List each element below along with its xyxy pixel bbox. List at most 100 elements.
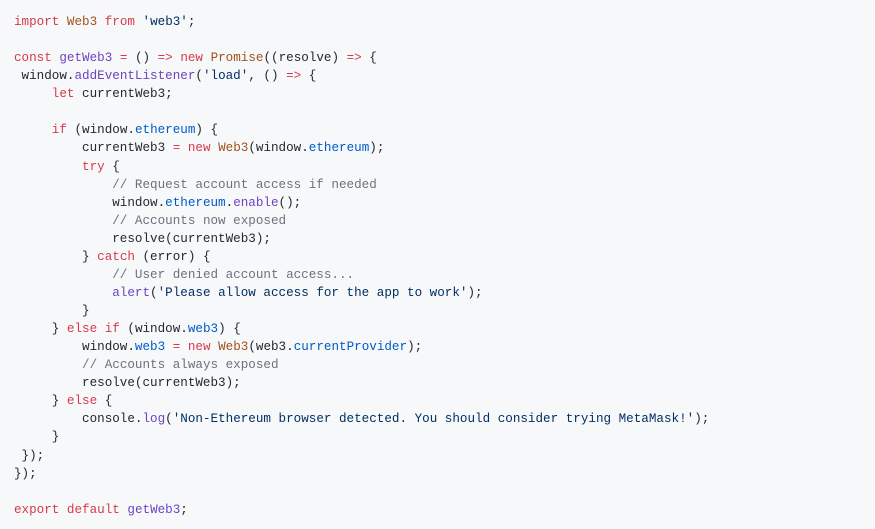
code-text [14, 214, 112, 228]
code-keyword: const [14, 51, 52, 66]
code-string: 'web3' [142, 15, 188, 29]
code-text: { [104, 159, 120, 174]
code-line: window.ethereum.enable(); [14, 194, 709, 212]
code-text [14, 160, 82, 174]
code-text [14, 123, 52, 137]
code-constant: currentProvider [293, 340, 408, 355]
code-text [203, 51, 211, 65]
code-text: (window. [66, 123, 135, 138]
code-text: (web3. [248, 340, 294, 355]
code-line: // Accounts now exposed [14, 212, 709, 230]
code-function: addEventListener [74, 69, 196, 84]
code-text: ( [195, 69, 203, 84]
code-class: Web3 [218, 340, 249, 355]
code-line: }); [14, 465, 709, 483]
code-keyword: new [180, 51, 203, 66]
code-comment: // Request account access if needed [112, 177, 377, 192]
code-comment: // User denied account access... [112, 267, 355, 282]
code-comment: // Accounts always exposed [82, 358, 279, 373]
code-text: { [301, 69, 317, 84]
code-text [14, 358, 82, 372]
code-text: { [361, 51, 377, 66]
code-keyword: from [104, 15, 135, 29]
code-text: ); [407, 340, 423, 355]
code-text: , () [248, 69, 287, 84]
code-line: } [14, 302, 709, 320]
code-string: 'load' [202, 69, 249, 84]
code-text: ) { [195, 123, 219, 138]
code-line: window.web3 = new Web3(web3.currentProvi… [14, 338, 709, 356]
code-line: // User denied account access... [14, 266, 709, 284]
code-text [59, 503, 67, 517]
code-line: currentWeb3 = new Web3(window.ethereum); [14, 139, 709, 157]
code-text [135, 15, 143, 29]
code-line: alert('Please allow access for the app t… [14, 284, 709, 302]
code-function: getWeb3 [127, 502, 181, 517]
code-text [14, 87, 52, 101]
code-text: currentWeb3 [14, 141, 173, 156]
code-line: console.log('Non-Ethereum browser detect… [14, 410, 709, 428]
code-function: enable [233, 195, 279, 210]
code-text [165, 340, 173, 354]
code-text: ( [165, 412, 173, 427]
code-keyword: if [104, 322, 120, 337]
code-keyword: export [14, 502, 60, 517]
code-keyword: else [66, 394, 98, 409]
code-text: (window. [248, 141, 309, 156]
code-text: (); [278, 195, 302, 210]
code-text [97, 322, 105, 336]
code-constant: web3 [187, 322, 219, 337]
code-class: Web3 [66, 15, 98, 29]
code-text: ; [187, 15, 196, 29]
code-line: resolve(currentWeb3); [14, 230, 709, 248]
code-keyword: => [157, 51, 173, 66]
code-text [14, 178, 112, 192]
code-text [97, 15, 105, 29]
code-line: export default getWeb3; [14, 501, 709, 519]
code-text: window. [14, 69, 75, 84]
code-keyword: let [51, 87, 75, 102]
code-line: try { [14, 158, 709, 176]
code-text: } [14, 304, 90, 318]
code-line [14, 31, 709, 49]
code-text: . [225, 195, 234, 210]
code-string: 'Non-Ethereum browser detected. You shou… [172, 412, 695, 427]
code-line: // Accounts always exposed [14, 356, 709, 374]
code-line: import Web3 from 'web3'; [14, 13, 709, 31]
code-text: } [14, 322, 67, 337]
code-text: ); [369, 141, 385, 156]
code-keyword: else [66, 322, 98, 337]
code-text [180, 340, 188, 354]
code-text [14, 286, 112, 300]
code-text: }); [14, 466, 37, 481]
code-line: }); [14, 447, 709, 465]
code-text: ( [150, 285, 158, 300]
code-line: resolve(currentWeb3); [14, 374, 709, 392]
code-text: resolve(currentWeb3); [14, 231, 271, 246]
code-keyword: try [82, 159, 105, 174]
code-text: } [14, 249, 98, 264]
code-keyword: = [119, 51, 128, 66]
code-line: let currentWeb3; [14, 85, 709, 103]
code-line: } [14, 428, 709, 446]
code-line [14, 483, 709, 501]
code-keyword: catch [97, 249, 135, 264]
code-keyword: => [346, 51, 362, 66]
code-text: ) { [218, 322, 241, 337]
code-keyword: = [172, 141, 181, 156]
code-text [112, 51, 120, 65]
code-text [59, 15, 67, 29]
code-line: // Request account access if needed [14, 176, 709, 194]
code-keyword: if [51, 123, 67, 138]
code-class: Web3 [218, 141, 249, 156]
code-function: alert [112, 285, 151, 300]
code-text: console. [14, 412, 143, 427]
code-text [180, 141, 188, 155]
code-function: getWeb3 [59, 51, 113, 66]
code-constant: ethereum [165, 195, 226, 210]
code-text [14, 268, 112, 282]
code-block: import Web3 from 'web3'; const getWeb3 =… [14, 13, 709, 519]
code-keyword: import [14, 15, 60, 29]
code-comment: // Accounts now exposed [112, 213, 287, 228]
code-constant: ethereum [308, 141, 370, 156]
